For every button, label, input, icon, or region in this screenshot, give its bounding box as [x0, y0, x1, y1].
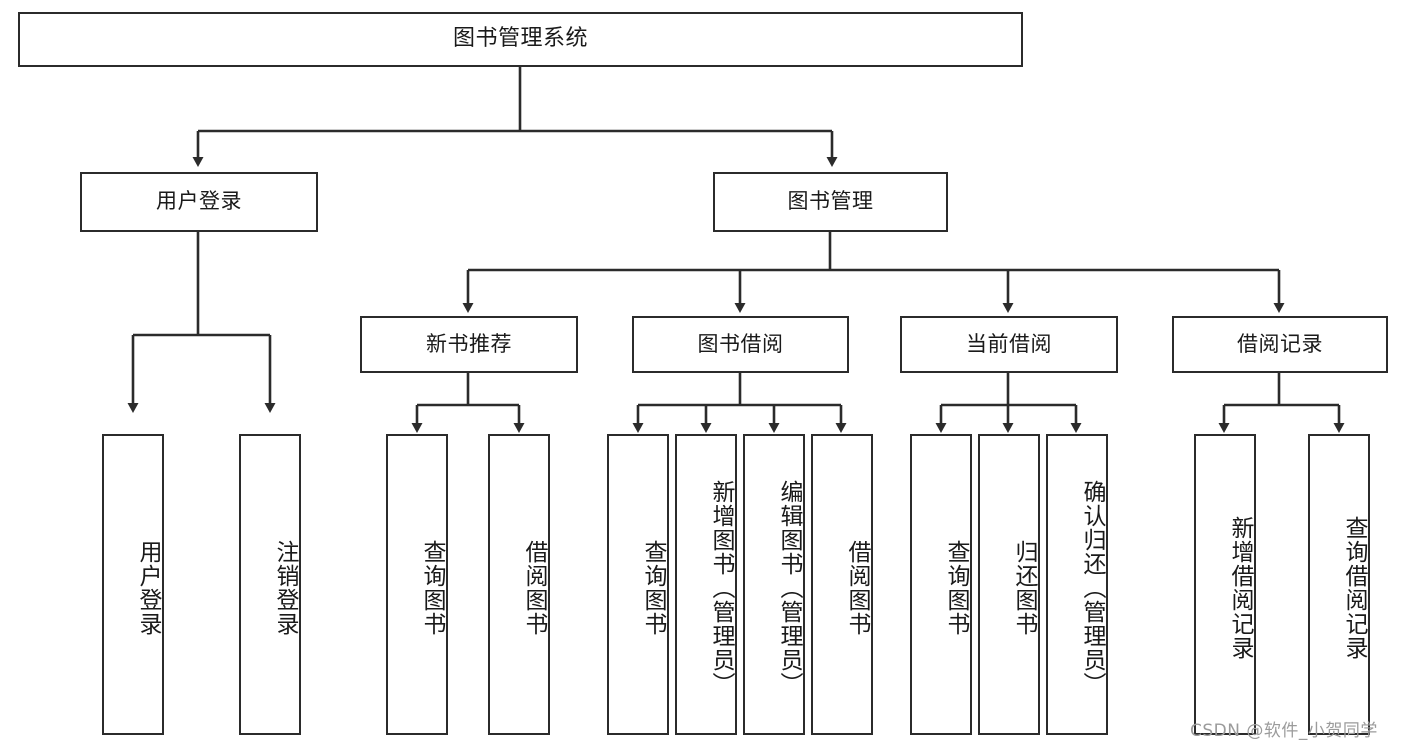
leaf-borrow-record-add[interactable]: 新增借阅记录	[1194, 434, 1256, 735]
leaf-new-book-query[interactable]: 查询图书	[386, 434, 448, 735]
node-label: 用户登录	[156, 189, 242, 214]
node-label: 查询图书	[640, 539, 666, 636]
node-borrow-record[interactable]: 借阅记录	[1172, 316, 1388, 373]
node-book-management[interactable]: 图书管理	[713, 172, 948, 232]
node-label: 图书管理系统	[452, 26, 588, 52]
leaf-current-borrow-return[interactable]: 归还图书	[978, 434, 1040, 735]
node-label: 确认归还（管理员）	[1079, 479, 1105, 696]
leaf-user-login-logout[interactable]: 注销登录	[239, 434, 301, 735]
leaf-new-book-borrow[interactable]: 借阅图书	[488, 434, 550, 735]
leaf-current-borrow-confirm-return[interactable]: 确认归还（管理员）	[1046, 434, 1108, 735]
csdn-watermark: CSDN @软件_小贺同学	[1190, 721, 1378, 741]
node-label: 查询图书	[943, 539, 969, 636]
node-label: 借阅记录	[1237, 331, 1323, 356]
node-new-book-recommend[interactable]: 新书推荐	[360, 316, 578, 373]
node-label: 借阅图书	[521, 539, 547, 636]
node-root-book-management-system[interactable]: 图书管理系统	[18, 12, 1023, 67]
node-label: 查询借阅记录	[1341, 515, 1367, 660]
node-current-borrow[interactable]: 当前借阅	[900, 316, 1118, 373]
node-user-login[interactable]: 用户登录	[80, 172, 318, 232]
leaf-book-borrow-edit[interactable]: 编辑图书（管理员）	[743, 434, 805, 735]
leaf-current-borrow-query[interactable]: 查询图书	[910, 434, 972, 735]
leaf-book-borrow-query[interactable]: 查询图书	[607, 434, 669, 735]
node-label: 用户登录	[135, 539, 161, 636]
node-label: 新增借阅记录	[1227, 515, 1253, 660]
node-label: 编辑图书（管理员）	[776, 479, 802, 696]
leaf-book-borrow-add[interactable]: 新增图书（管理员）	[675, 434, 737, 735]
node-label: 查询图书	[419, 539, 445, 636]
node-label: 注销登录	[272, 539, 298, 636]
node-label: 新书推荐	[426, 331, 512, 356]
leaf-book-borrow-borrow[interactable]: 借阅图书	[811, 434, 873, 735]
node-label: 图书借阅	[697, 331, 784, 356]
node-label: 归还图书	[1011, 539, 1037, 636]
node-label: 借阅图书	[844, 539, 870, 636]
node-book-borrow[interactable]: 图书借阅	[632, 316, 849, 373]
node-label: 图书管理	[787, 189, 874, 214]
node-label: 当前借阅	[966, 331, 1052, 356]
leaf-user-login-login[interactable]: 用户登录	[102, 434, 164, 735]
leaf-borrow-record-query[interactable]: 查询借阅记录	[1308, 434, 1370, 735]
node-label: 新增图书（管理员）	[708, 479, 734, 696]
